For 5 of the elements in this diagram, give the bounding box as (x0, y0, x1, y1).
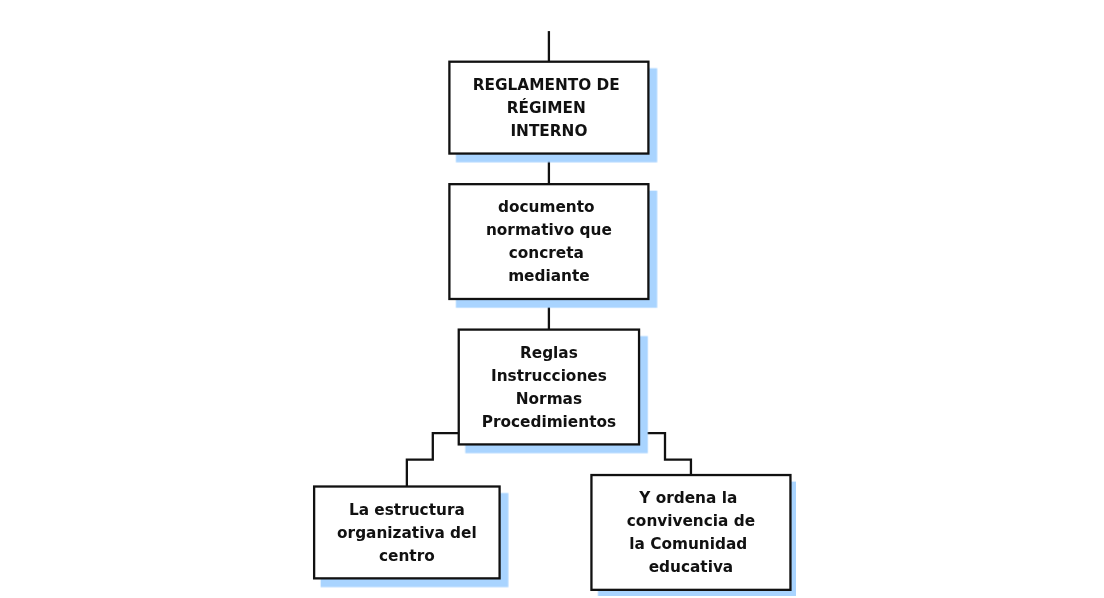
node-box: documento normativo que concreta mediante (447, 183, 650, 301)
node-box: REGLAMENTO DE RÉGIMEN INTERNO (447, 60, 650, 155)
node-box: Y ordena la convivencia de la Comunidad educativa (590, 473, 792, 591)
node-box: Reglas Instrucciones Normas Procedimientos (457, 328, 640, 446)
node-box: La estructura organizativa del centro (312, 485, 501, 580)
